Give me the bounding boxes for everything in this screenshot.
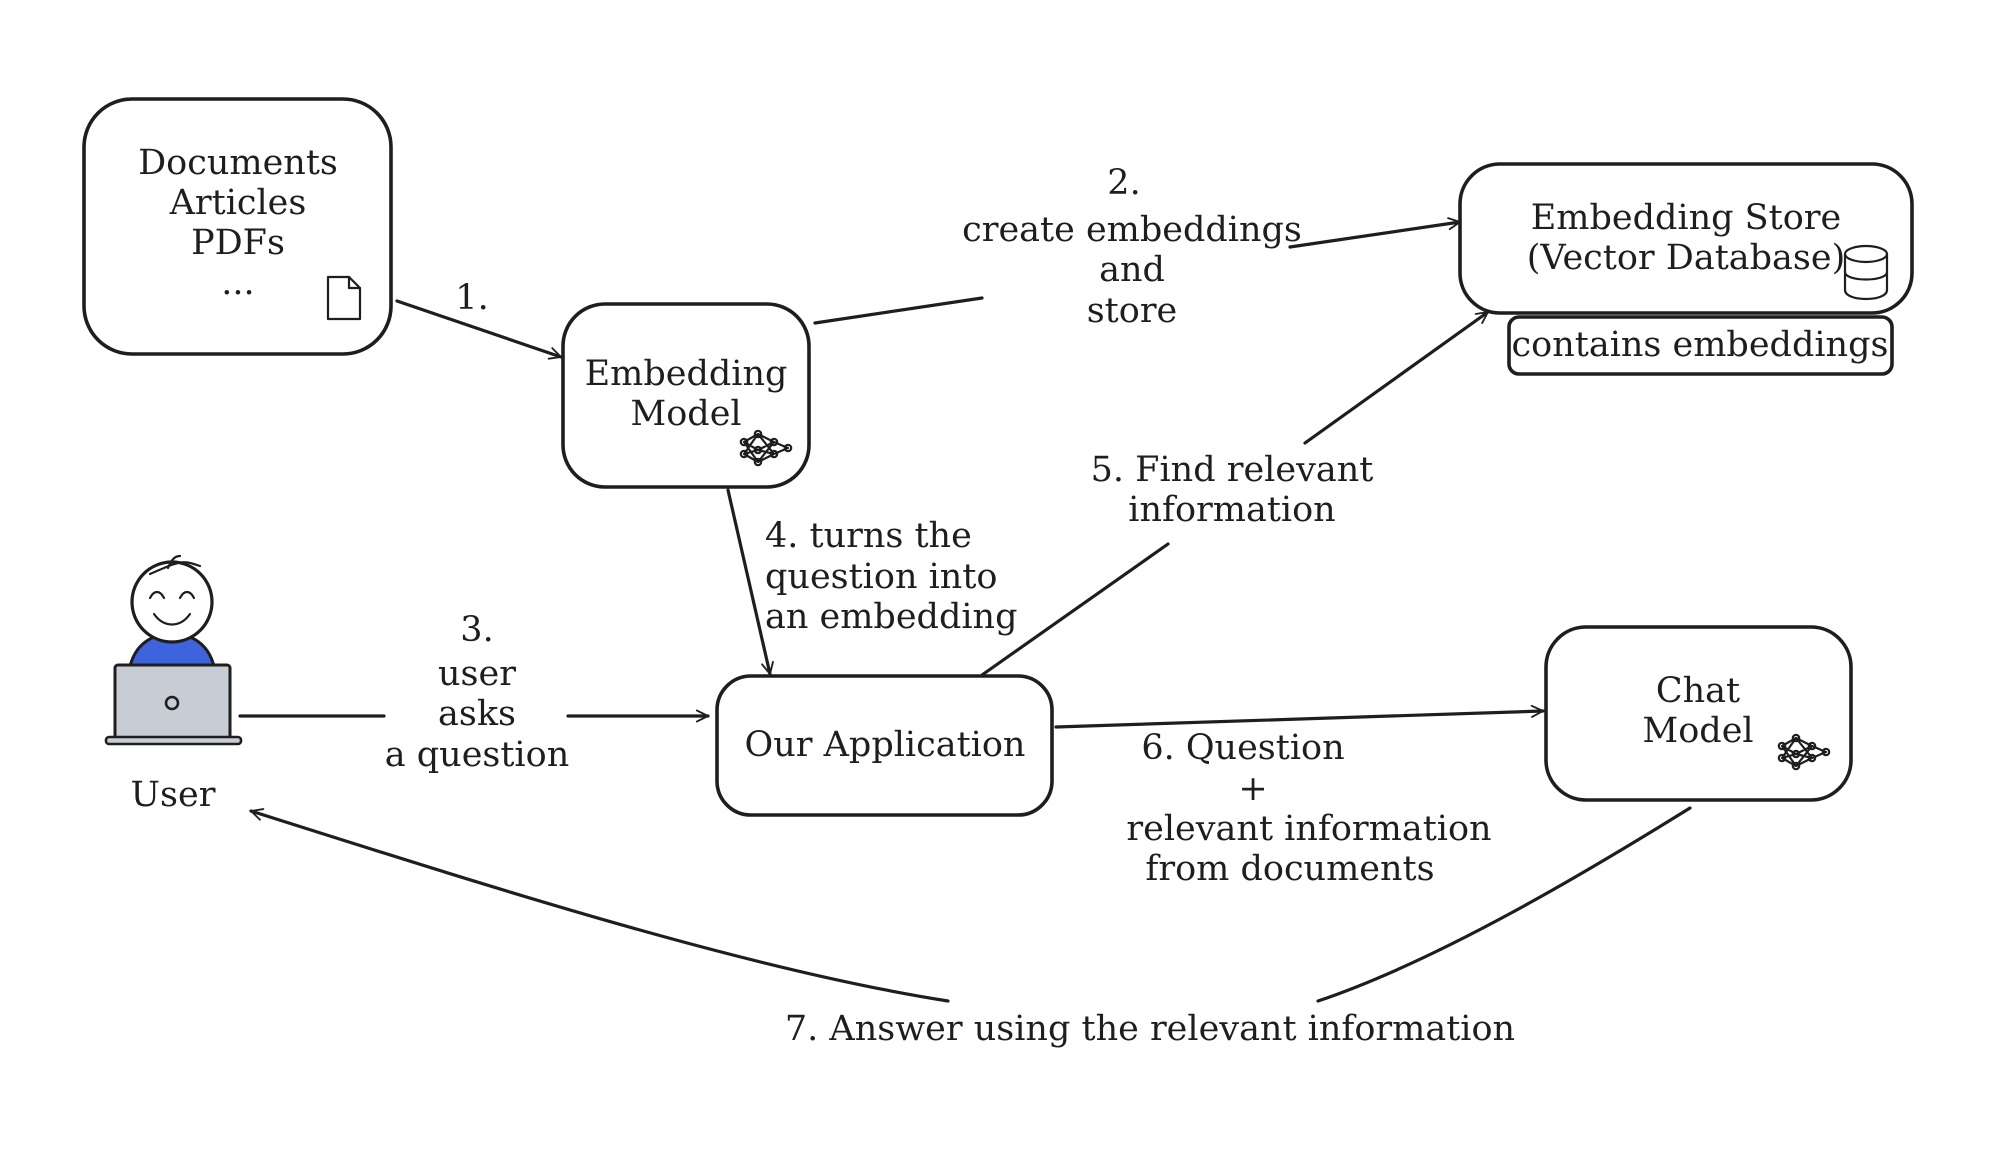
sources-line-4: ... (221, 263, 254, 303)
embedding-store-note-text: contains embeddings (1512, 325, 1889, 365)
step1-label: 1. (455, 278, 488, 318)
arrow-step5-to-embedding-store (1303, 310, 1490, 445)
embedding-store-node: Embedding Store (Vector Database) (1458, 162, 1914, 315)
embedding-model-node: Embedding Model (561, 302, 811, 489)
step2-line-3: and (1099, 250, 1165, 290)
line-chat-model-to-step7-label (1316, 806, 1692, 1003)
sources-line-1: Documents (138, 143, 338, 183)
step3-line-4: a question (385, 735, 570, 775)
step7-label: 7. Answer using the relevant information (785, 1009, 1515, 1049)
embedding-model-line-1: Embedding (585, 354, 788, 394)
step3-line-2: user (438, 654, 516, 694)
sources-line-2: Articles (169, 183, 307, 223)
sources-node: Documents Articles PDFs ... (82, 97, 393, 356)
step5-line-1: 5. Find relevant (1091, 450, 1374, 490)
step4-label: 4. turns the question into an embedding (765, 516, 1018, 637)
step6-line-2: + (1238, 769, 1267, 809)
step4-line-1: 4. turns the (765, 516, 972, 556)
arrow-sources-to-embedding-model (395, 299, 563, 360)
application-label: Our Application (745, 725, 1026, 765)
embedding-store-line-1: Embedding Store (1531, 198, 1842, 238)
embedding-store-note: contains embeddings (1507, 315, 1894, 376)
step2-line-4: store (1087, 291, 1178, 331)
step6-line-1: 6. Question (1141, 728, 1344, 768)
embedding-store-line-2: (Vector Database) (1527, 238, 1846, 278)
step2-line-1: 2. (1107, 163, 1140, 203)
step2-line-2: create embeddings (962, 210, 1302, 250)
chat-model-node: Chat Model (1544, 625, 1853, 802)
sources-line-3: PDFs (191, 223, 285, 263)
arrow-model-to-application (726, 488, 774, 676)
step6-line-3: relevant information (1126, 809, 1491, 849)
step3-line-3: asks (438, 694, 516, 734)
chat-model-line-2: Model (1642, 711, 1753, 751)
chat-model-line-1: Chat (1656, 671, 1740, 711)
embedding-model-line-2: Model (630, 394, 741, 434)
user-label: User (131, 775, 216, 815)
line-embedding-model-to-step2-label (813, 296, 984, 325)
neural-network-icon (739, 429, 793, 467)
document-icon (326, 275, 362, 321)
line-application-to-step5-label (980, 542, 1170, 677)
step6-line-4: from documents (1145, 849, 1434, 889)
application-node: Our Application (715, 674, 1054, 817)
step4-line-3: an embedding (765, 597, 1018, 637)
database-icon (1843, 244, 1889, 300)
step5-label: 5. Find relevant information (1091, 450, 1374, 530)
step2-label: 2. create embeddings and store (962, 163, 1302, 331)
step4-line-2: question into (765, 557, 998, 597)
step3-line-1: 3. (460, 610, 493, 650)
step6-label: 6. Question + relevant information from … (1126, 728, 1491, 889)
neural-network-icon (1777, 733, 1831, 771)
arrow-step2-to-embedding-store (1288, 217, 1462, 249)
arrow-step7-to-user (249, 808, 950, 1003)
step5-line-2: information (1128, 490, 1335, 530)
user-with-laptop-icon (104, 554, 243, 746)
step3-label: 3. user asks a question (385, 610, 570, 775)
arrow-application-to-chat-model (1054, 704, 1545, 729)
